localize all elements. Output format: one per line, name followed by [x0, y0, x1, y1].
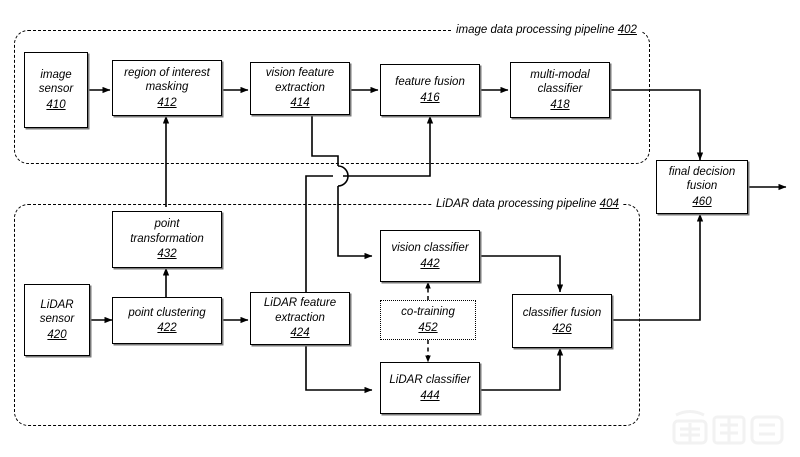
node-lidar-feature-extraction-ref: 424 [290, 327, 310, 340]
node-lidar-classifier-ref: 444 [420, 389, 440, 402]
image-pipeline-label: image data processing pipeline 402 [452, 24, 641, 36]
node-point-clustering-ref: 422 [157, 322, 177, 334]
lidar-pipeline-label: LiDAR data processing pipeline 404 [432, 198, 623, 210]
node-region-of-interest-masking-label: region of interest masking [124, 66, 210, 94]
node-feature-fusion[interactable]: feature fusion 416 [380, 64, 480, 116]
node-co-training-ref: 452 [418, 321, 438, 334]
node-lidar-feature-extraction[interactable]: LiDAR feature extraction 424 [250, 292, 350, 345]
node-vision-classifier-ref: 442 [420, 257, 440, 270]
image-pipeline-ref: 402 [617, 24, 637, 36]
node-lidar-classifier[interactable]: LiDAR classifier 444 [380, 362, 480, 414]
node-point-transformation[interactable]: point transformation 432 [112, 211, 222, 268]
node-point-transformation-ref: 432 [157, 248, 177, 261]
node-feature-fusion-ref: 416 [420, 91, 440, 104]
node-classifier-fusion-ref: 426 [552, 322, 572, 335]
edge-lidar-feature-extraction-to-lidar-classifier [305, 345, 373, 394]
node-feature-fusion-label: feature fusion [395, 76, 465, 89]
node-final-decision-fusion[interactable]: final decision fusion 460 [656, 160, 748, 214]
node-image-sensor-ref: 410 [46, 98, 66, 111]
node-lidar-feature-extraction-label: LiDAR feature extraction [263, 297, 337, 324]
node-multi-modal-classifier-ref: 418 [550, 98, 570, 111]
node-image-sensor[interactable]: image sensor 410 [24, 52, 88, 128]
node-point-transformation-label: point transformation [130, 218, 204, 245]
node-final-decision-fusion-label: final decision fusion [668, 165, 736, 193]
node-region-of-interest-masking[interactable]: region of interest masking 412 [112, 60, 222, 116]
node-lidar-sensor-ref: 420 [47, 328, 67, 341]
node-vision-classifier[interactable]: vision classifier 442 [380, 230, 480, 282]
lidar-pipeline-label-text: LiDAR data processing pipeline [436, 198, 597, 210]
node-lidar-sensor-label: LiDAR sensor [39, 298, 75, 326]
edge-lidar-classifier-to-classifier-fusion [480, 347, 564, 391]
image-pipeline-label-text: image data processing pipeline [456, 24, 615, 36]
node-multi-modal-classifier-label: multi-modal classifier [530, 68, 590, 96]
node-region-of-interest-masking-ref: 412 [157, 96, 177, 109]
edge-multi-modal-classifier-to-final-decision-fusion [610, 89, 704, 161]
node-lidar-classifier-label: LiDAR classifier [389, 374, 471, 387]
lidar-data-processing-pipeline-container [14, 204, 640, 426]
node-vision-classifier-label: vision classifier [391, 242, 469, 255]
node-vision-feature-extraction-label: vision feature extraction [265, 67, 335, 94]
lidar-pipeline-ref: 404 [599, 198, 619, 210]
node-point-clustering[interactable]: point clustering 422 [112, 297, 222, 344]
edge-vision-feature-extraction-down [311, 115, 339, 166]
image-data-processing-pipeline-container [14, 30, 650, 164]
node-classifier-fusion-label: classifier fusion [522, 307, 602, 320]
node-lidar-sensor[interactable]: LiDAR sensor 420 [24, 284, 90, 356]
node-co-training-label: co-training [401, 306, 455, 319]
node-point-clustering-label: point clustering [128, 306, 206, 319]
node-image-sensor-label: image sensor [38, 68, 74, 96]
edge-vision-classifier-to-classifier-fusion [480, 255, 564, 293]
edge-lidar-feature-extraction-to-feature-fusion [343, 115, 434, 177]
node-final-decision-fusion-ref: 460 [692, 195, 712, 208]
node-co-training[interactable]: co-training 452 [380, 300, 476, 340]
node-classifier-fusion[interactable]: classifier fusion 426 [512, 294, 612, 348]
node-vision-feature-extraction[interactable]: vision feature extraction 414 [250, 62, 350, 115]
edge-classifier-fusion-to-final-decision-fusion [612, 213, 704, 321]
edge-lidar-feature-extraction-up [305, 175, 333, 295]
edge-vision-feature-extraction-to-vision-classifier [337, 186, 373, 260]
node-vision-feature-extraction-ref: 414 [290, 97, 310, 110]
node-multi-modal-classifier[interactable]: multi-modal classifier 418 [510, 62, 610, 118]
